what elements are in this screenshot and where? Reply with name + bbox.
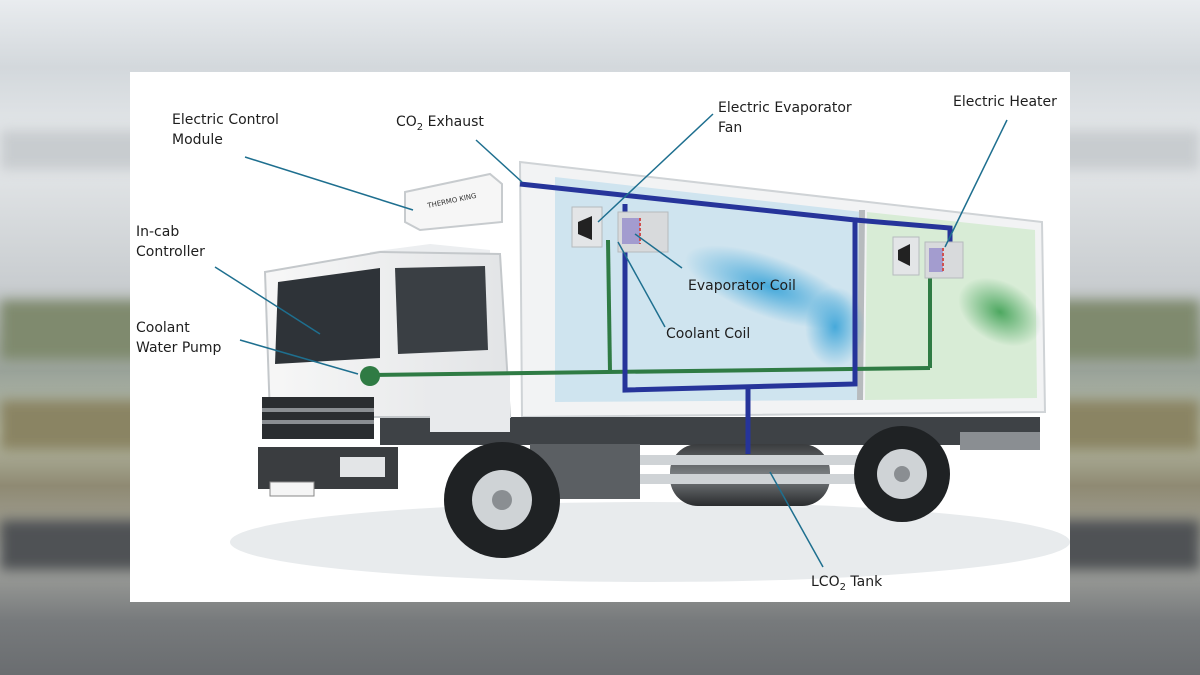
- tank-strap: [625, 455, 865, 465]
- grille: [262, 397, 374, 439]
- co2-exhaust-prefix: CO: [396, 114, 417, 130]
- label-coolant-coil: Coolant Coil: [666, 326, 751, 342]
- diagram-panel: THERMO KING: [130, 72, 1070, 602]
- bulkhead: [857, 209, 865, 401]
- label-electric-control-module: Electric Control Module: [172, 112, 279, 148]
- license-plate: [269, 481, 315, 497]
- label-electric-heater: Electric Heater: [953, 94, 1057, 110]
- cab-side-panel: [430, 372, 510, 432]
- label-coolant-water-pump: Coolant Water Pump: [136, 320, 222, 356]
- rear-wheel: [854, 426, 950, 522]
- co2-exhaust-sub: 2: [416, 121, 424, 133]
- lco2-tank-prefix: LCO: [811, 574, 840, 590]
- airflow-cold-tail: [805, 287, 865, 367]
- electric-heater-unit: [924, 241, 964, 279]
- lco2-tank-sub: 2: [839, 581, 846, 593]
- label-co2-exhaust: CO2 Exhaust: [396, 112, 484, 138]
- label-in-cab-controller: In-cab Controller: [136, 224, 205, 260]
- side-window: [395, 266, 488, 354]
- leader-lines: [214, 113, 1008, 568]
- rear-bumper: [960, 432, 1040, 450]
- grille-bar: [262, 408, 374, 412]
- label-lco2-tank: LCO2 Tank: [811, 572, 882, 598]
- label-electric-evaporator-fan: Electric Evaporator Fan: [718, 100, 852, 136]
- lco2-tank-suffix: Tank: [845, 574, 883, 590]
- tank-strap: [625, 474, 865, 484]
- ground-shadow: [230, 502, 1070, 582]
- label-evaporator-coil: Evaporator Coil: [688, 278, 796, 294]
- evaporator-coil-unit: [617, 211, 669, 253]
- truck-illustration: THERMO KING: [214, 113, 1070, 582]
- grille-bar: [262, 420, 374, 424]
- heater-fan-unit: [892, 236, 920, 276]
- coolant-pump-icon: [360, 366, 380, 386]
- windshield: [275, 268, 380, 364]
- thermo-king-unit: [404, 172, 503, 232]
- evaporator-fan-unit: [571, 206, 603, 248]
- airflow-heated: [958, 277, 1042, 347]
- headlight: [340, 457, 385, 477]
- front-wheel: [444, 442, 560, 558]
- co2-exhaust-suffix: Exhaust: [423, 114, 484, 130]
